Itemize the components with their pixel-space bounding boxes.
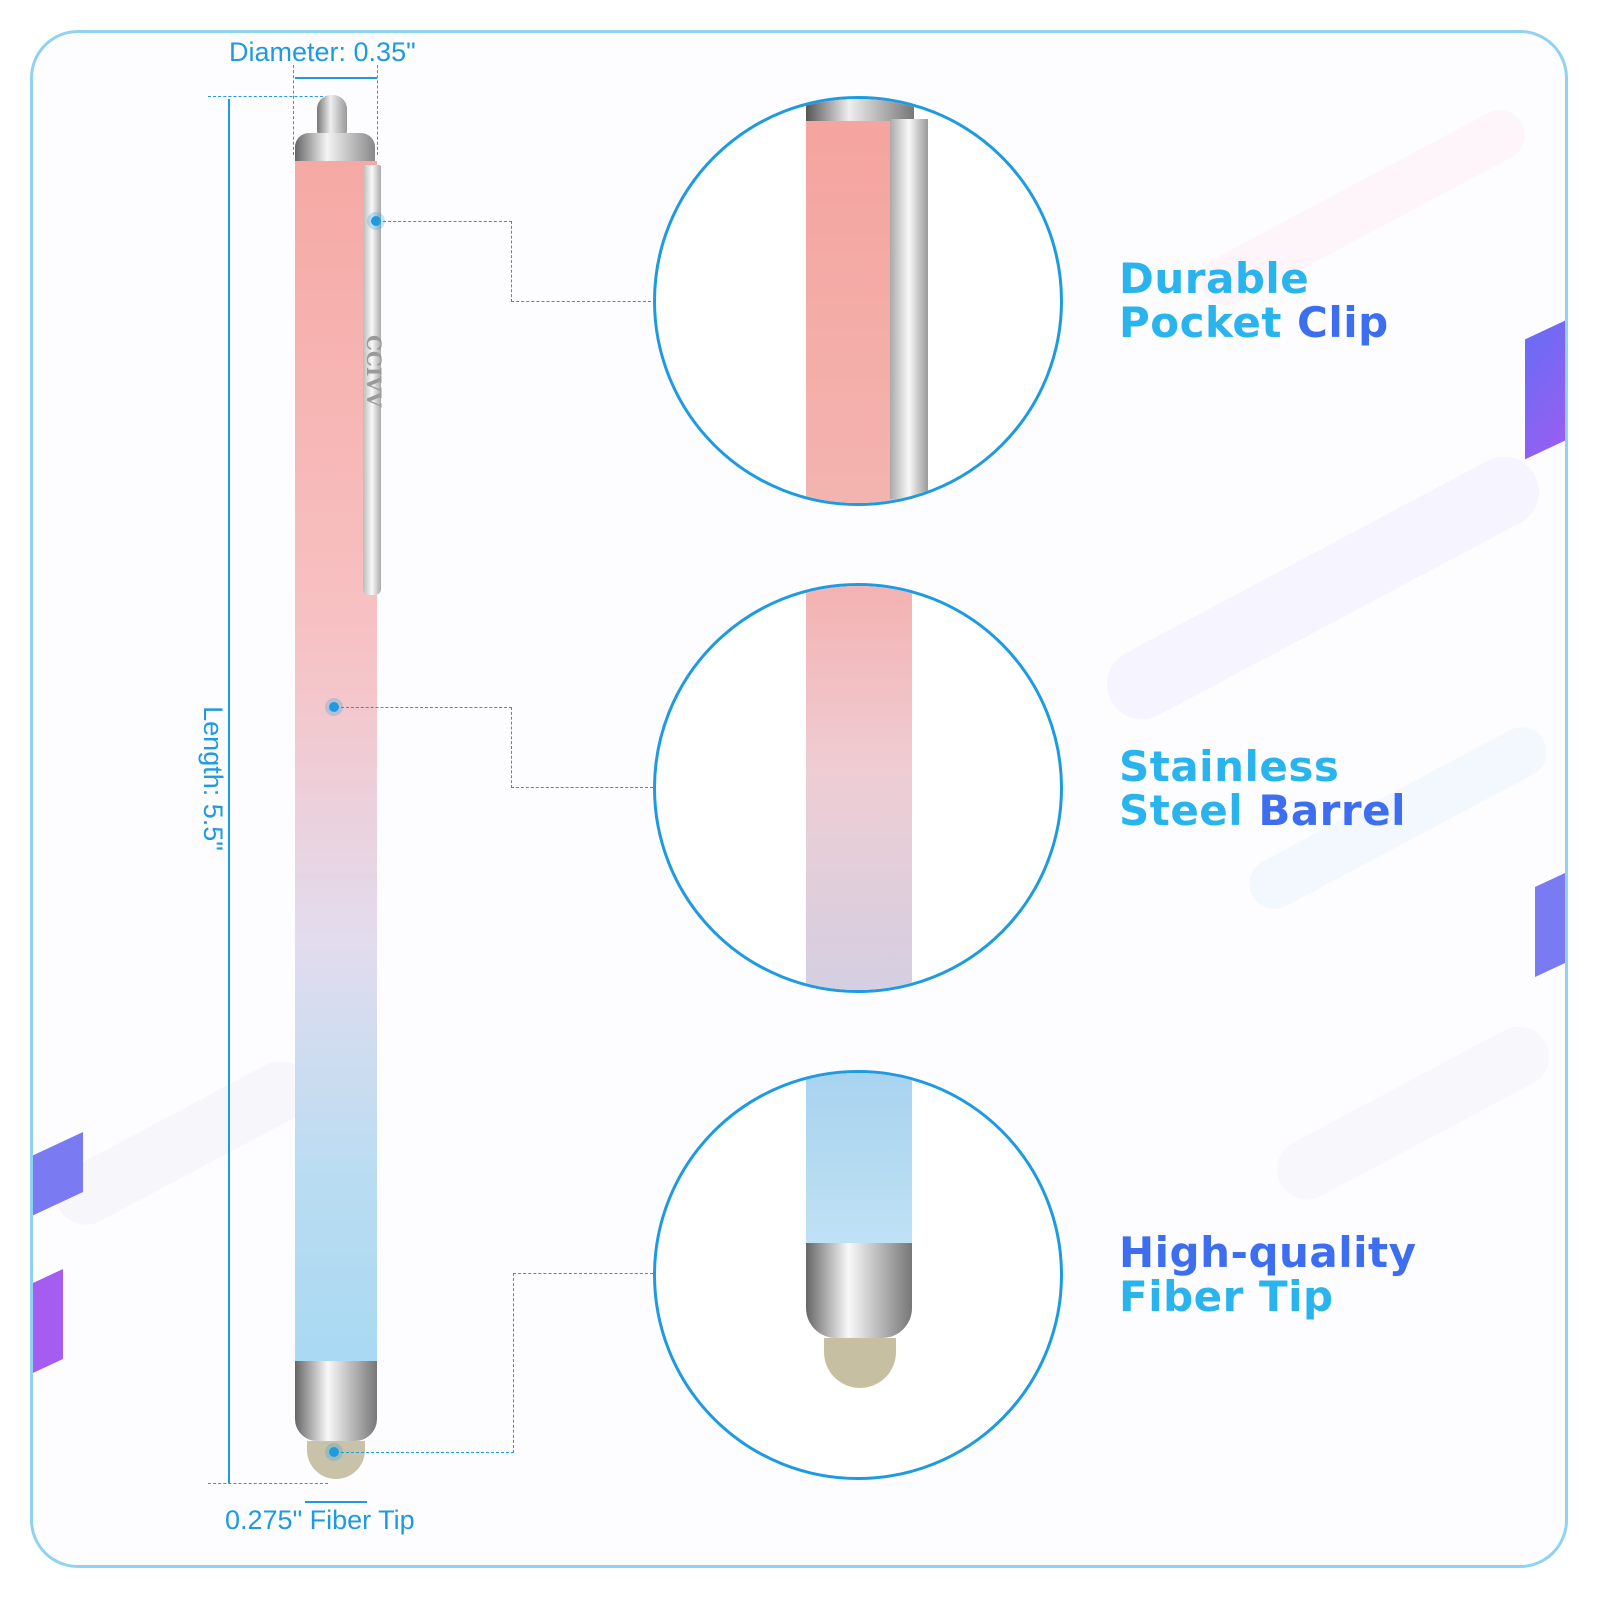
zoom-pocket-clip [890, 119, 928, 499]
tip-arrow [305, 1501, 367, 1503]
length-label: Length: 5.5" [197, 706, 228, 851]
pen-cap-knob [317, 95, 347, 135]
zoom-circle-clip [653, 96, 1063, 506]
diameter-tick-left [293, 65, 295, 155]
zoom-barrel [806, 586, 912, 990]
edge-accent [1525, 306, 1565, 460]
bg-stripe [45, 1050, 321, 1236]
callout-line-clip [511, 301, 651, 303]
callout-line-tip [341, 1273, 514, 1453]
length-arrow [228, 99, 230, 1483]
pen-tip-collar [295, 1361, 377, 1441]
callout-line-clip [383, 221, 512, 302]
zoom-circle-tip [653, 1070, 1063, 1480]
zoom-barrel [806, 1073, 912, 1243]
zoom-fiber-tip [824, 1338, 896, 1388]
feature-title-clip: Durable Pocket Clip [1119, 254, 1389, 347]
callout-line-barrel [341, 707, 512, 788]
length-tick-top [208, 96, 328, 98]
diameter-tick-right [377, 65, 379, 155]
length-tick-bottom [208, 1483, 328, 1485]
diameter-arrow [295, 77, 377, 79]
feature-title-barrel: Stainless Steel Barrel [1119, 742, 1406, 835]
callout-dot-clip [371, 216, 381, 226]
zoom-circle-barrel [653, 583, 1063, 993]
pocket-clip [363, 165, 381, 595]
diameter-label: Diameter: 0.35" [229, 37, 416, 67]
tip-label: 0.275" Fiber Tip [225, 1505, 415, 1535]
callout-line-tip [513, 1273, 653, 1275]
callout-dot-tip [329, 1447, 339, 1457]
zoom-tip-collar [806, 1243, 912, 1338]
product-frame: Diameter: 0.35" Length: 5.5" 0.275" Fibe… [30, 30, 1568, 1568]
pen-cap-ring [295, 133, 375, 163]
zoom-cap-ring [806, 99, 914, 121]
callout-line-barrel [511, 787, 653, 789]
stylus-pen: CCIVV [293, 93, 386, 1483]
bg-stripe [1094, 444, 1552, 732]
edge-accent [1535, 859, 1565, 977]
edge-accent [33, 1269, 63, 1387]
bg-stripe [1266, 1016, 1560, 1210]
feature-title-tip: High-quality Fiber Tip [1119, 1228, 1417, 1321]
callout-dot-barrel [329, 702, 339, 712]
brand-logo: CCIVV [362, 335, 386, 408]
